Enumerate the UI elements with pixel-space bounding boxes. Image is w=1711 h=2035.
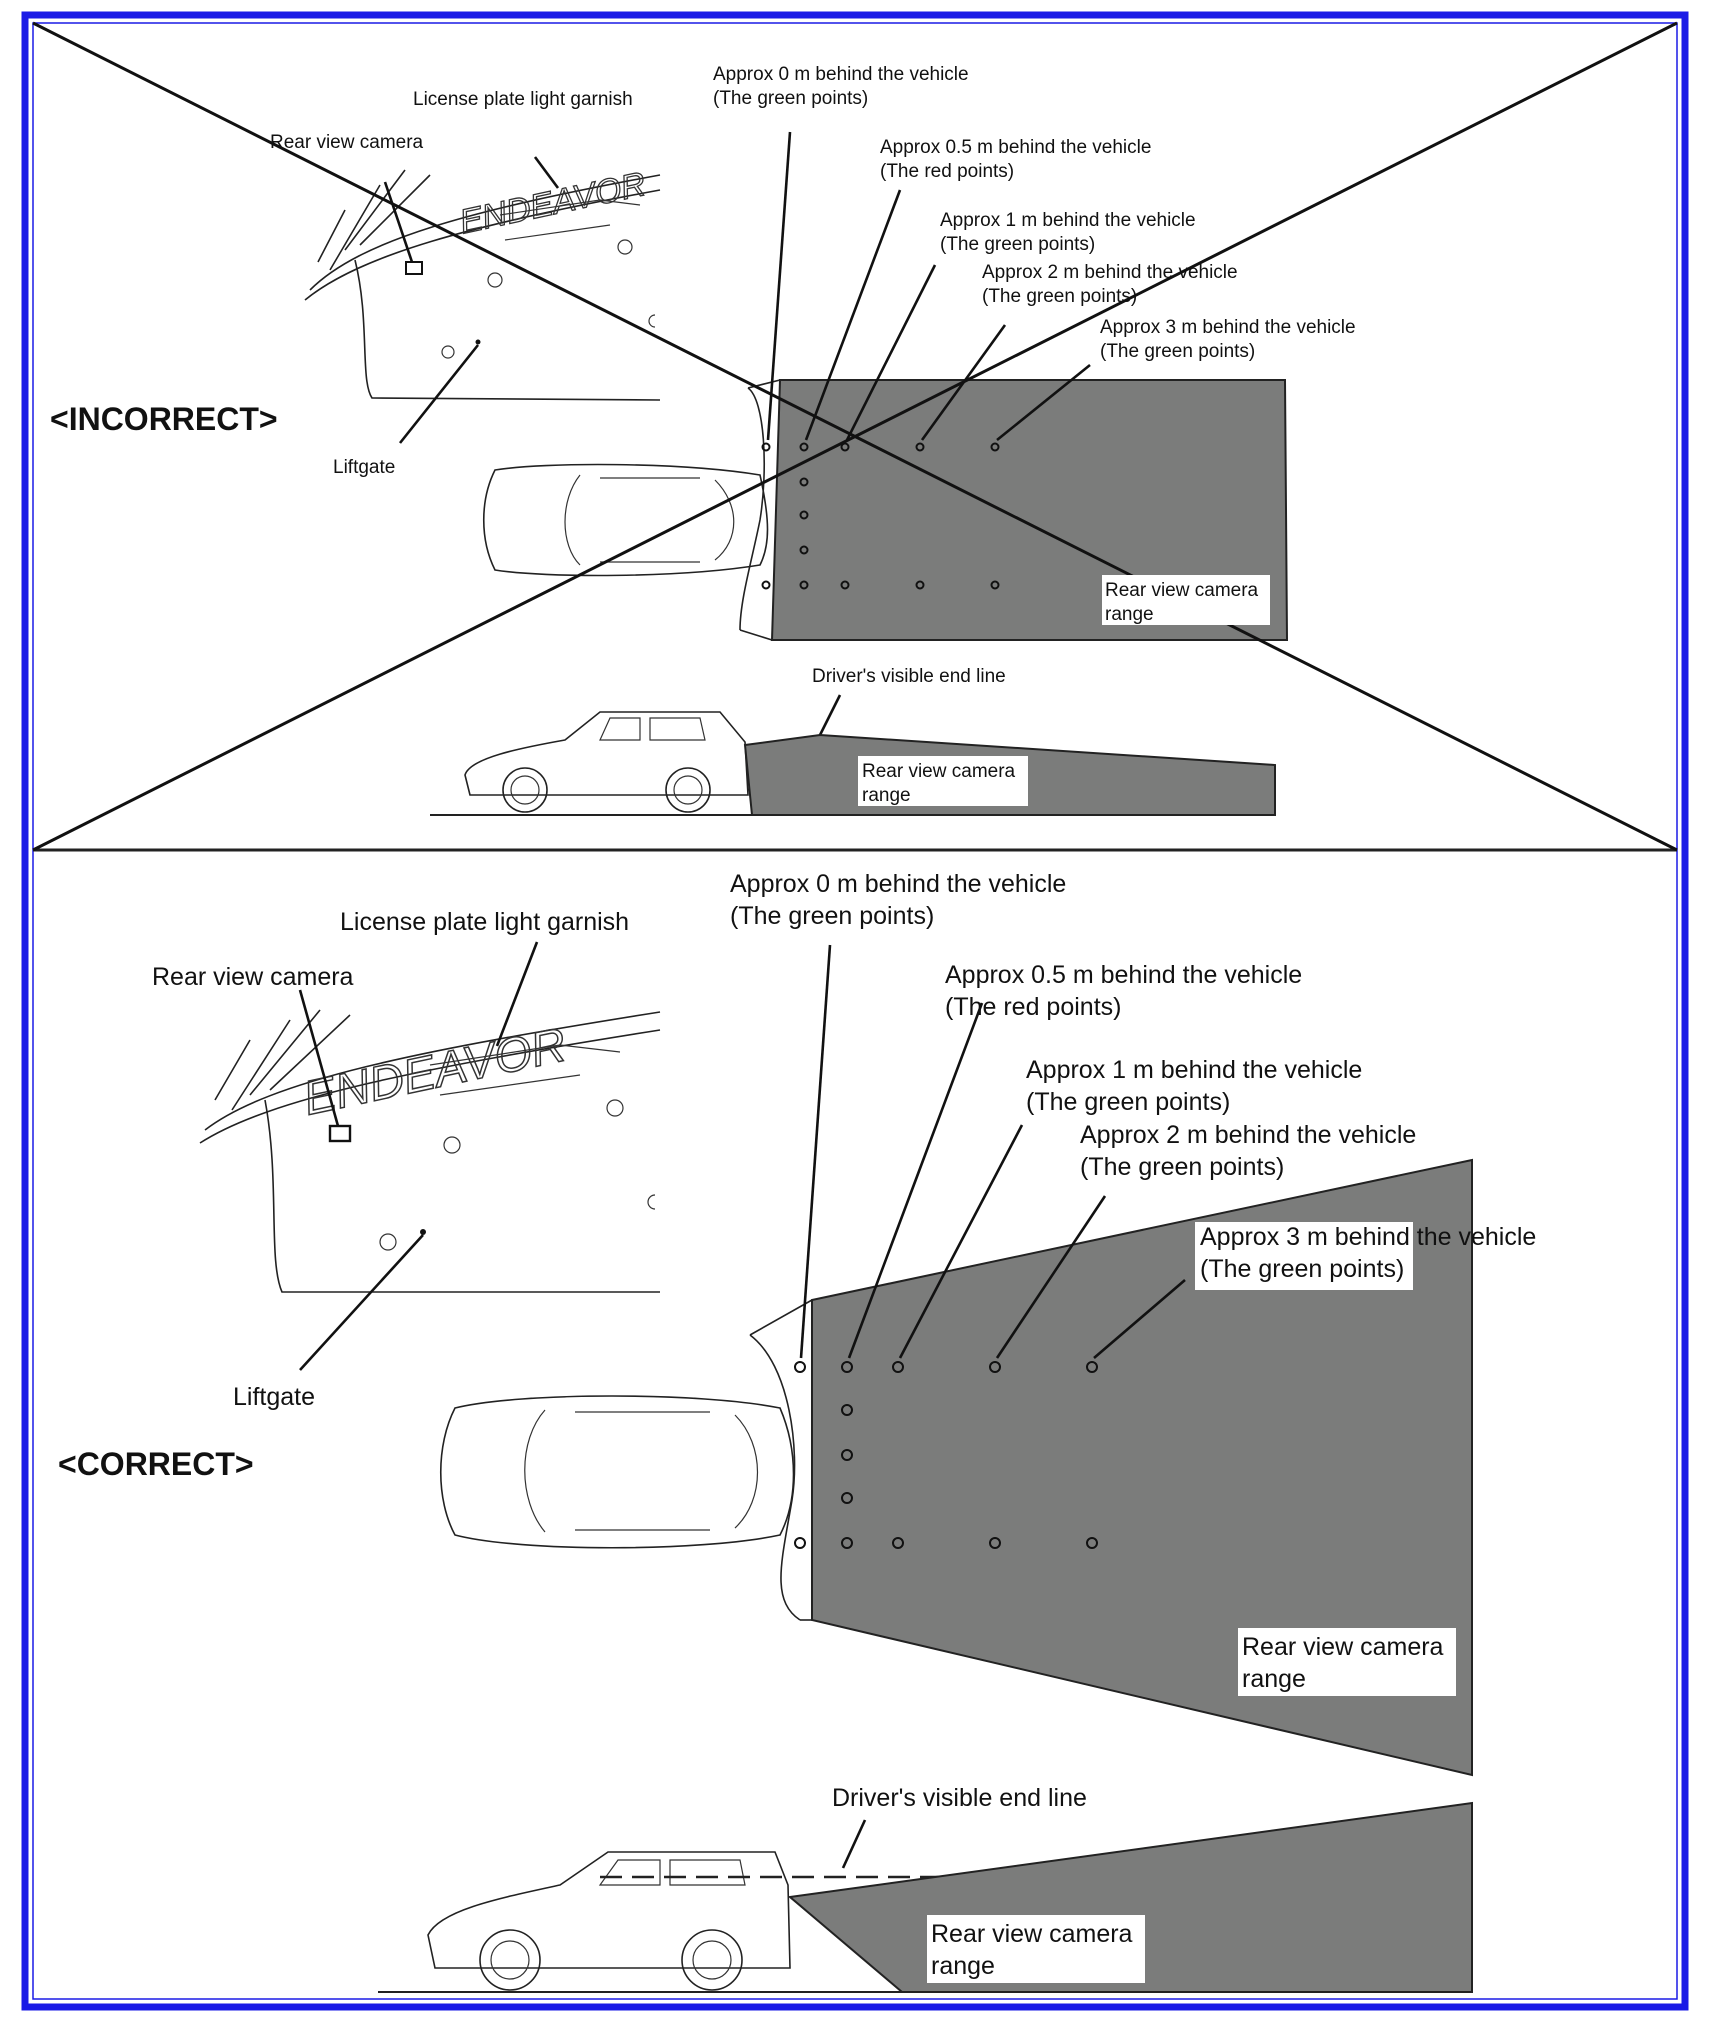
label-approx-0m-correct: Approx 0 m behind the vehicle [730,870,1066,898]
badge-text-correct: ENDEAVOR [299,1018,571,1125]
label-range-top-incorrect-1: Rear view camera [1105,580,1259,601]
inner-frame [32,22,1678,2000]
label-approx-3m-correct: Approx 3 m behind the vehicle [1200,1223,1536,1251]
label-approx-1m-incorrect: Approx 1 m behind the vehicle [940,210,1196,231]
label-license-plate-garnish-correct: License plate light garnish [340,908,629,936]
label-range-side-correct-1: Rear view camera [931,1920,1133,1948]
points-top-correct [794,1361,1098,1549]
label-liftgate-incorrect: Liftgate [333,457,395,478]
label-license-plate-garnish-incorrect: License plate light garnish [413,89,633,110]
label-approx-3m-note-correct: (The green points) [1200,1255,1404,1283]
label-range-side-correct-2: range [931,1952,995,1980]
camera-range-top-correct [811,1158,1473,1777]
label-approx-2m-correct: Approx 2 m behind the vehicle [1080,1121,1416,1149]
point-0m-a [761,442,771,452]
label-approx-1m-note-incorrect: (The green points) [940,234,1095,255]
leader-lines-correct [298,941,1186,1869]
label-range-side-incorrect-2: range [862,785,911,806]
car-top-view-correct [439,1395,795,1549]
label-approx-1m-correct: Approx 1 m behind the vehicle [1026,1056,1362,1084]
rear-view-camera-incorrect [405,261,423,275]
label-approx-2m-note-correct: (The green points) [1080,1153,1284,1181]
label-approx-0m-incorrect: Approx 0 m behind the vehicle [713,64,969,85]
label-liftgate-correct: Liftgate [233,1383,315,1411]
point-0m-correct [794,1361,806,1373]
label-range-top-correct-2: range [1242,1665,1306,1693]
label-approx-2m-note-incorrect: (The green points) [982,286,1137,307]
incorrect-panel: ENDEAVOR [32,21,1678,852]
outer-frame [21,11,1689,2011]
label-drivers-visible-end-line-correct: Driver's visible end line [832,1784,1087,1812]
label-drivers-visible-end-line-incorrect: Driver's visible end line [812,666,1006,687]
liftgate-sketch-incorrect: ENDEAVOR [304,164,661,401]
car-top-view-incorrect [483,463,769,577]
label-range-side-incorrect-1: Rear view camera [862,761,1016,782]
label-approx-0m-note-correct: (The green points) [730,902,934,930]
car-side-view-incorrect [430,711,780,816]
label-range-top-incorrect-2: range [1105,604,1154,625]
label-approx-05m-note-incorrect: (The red points) [880,161,1014,182]
cross-line-b [32,21,1678,852]
label-approx-1m-note-correct: (The green points) [1026,1088,1230,1116]
label-approx-2m-incorrect: Approx 2 m behind the vehicle [982,262,1238,283]
label-approx-0m-note-incorrect: (The green points) [713,88,868,109]
label-approx-3m-incorrect: Approx 3 m behind the vehicle [1100,317,1356,338]
correct-heading: <CORRECT> [58,1446,254,1482]
liftgate-sketch-correct: ENDEAVOR [199,1009,661,1293]
rear-view-camera-correct [328,1124,352,1143]
label-rear-view-camera-incorrect: Rear view camera [270,132,424,153]
label-approx-05m-note-correct: (The red points) [945,993,1121,1021]
label-rear-view-camera-correct: Rear view camera [152,963,354,991]
badge-text-incorrect: ENDEAVOR [456,165,649,241]
label-approx-05m-correct: Approx 0.5 m behind the vehicle [945,961,1302,989]
incorrect-heading: <INCORRECT> [50,401,278,437]
label-range-top-correct-1: Rear view camera [1242,1633,1444,1661]
leader-lines-incorrect [383,131,1091,736]
points-top-incorrect [761,442,1000,590]
label-approx-05m-incorrect: Approx 0.5 m behind the vehicle [880,137,1151,158]
label-approx-3m-note-incorrect: (The green points) [1100,341,1255,362]
correct-panel: ENDEAVOR [58,870,1536,1993]
